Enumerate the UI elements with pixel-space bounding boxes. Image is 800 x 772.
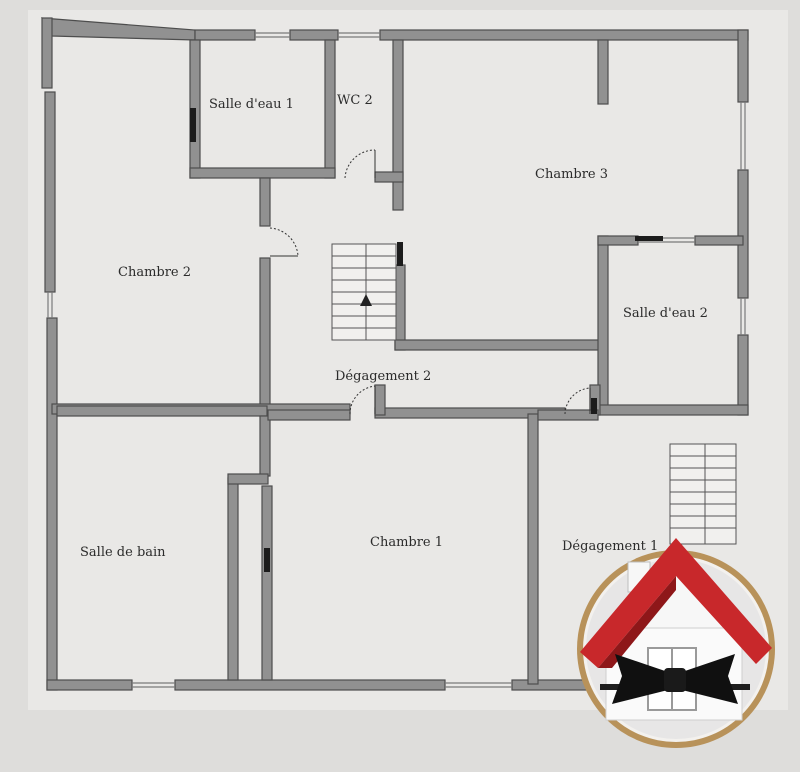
wall-sde2-bottom: [597, 404, 749, 416]
wall-top-wc: [289, 29, 339, 41]
label-salle-deau-1: Salle d'eau 1: [209, 97, 294, 112]
wall-ch2-right-bottom: [259, 257, 271, 417]
wall-ch1-left: [261, 485, 273, 681]
wall-ch3-bottom: [394, 339, 606, 351]
wall-ch3-stub: [597, 39, 609, 105]
wall-deg1-top: [537, 409, 599, 421]
label-chambre-1: Chambre 1: [370, 535, 443, 550]
wall-sdb-top: [56, 405, 268, 417]
door-swings: [269, 149, 591, 415]
wall-bottom-1: [46, 679, 133, 691]
house-bowtie-logo: [577, 538, 775, 748]
label-salle-deau-2: Salle d'eau 2: [623, 306, 708, 321]
wall-wc-right: [392, 39, 404, 211]
wall-sdb-ledge: [227, 473, 269, 485]
wall-left-upper: [41, 17, 53, 89]
label-salle-de-bain: Salle de bain: [80, 545, 166, 560]
wall-ch2-right-top: [259, 177, 271, 227]
wall-right-lower: [737, 334, 749, 416]
dark-jambs: [190, 108, 663, 572]
wall-sdb-right: [227, 477, 239, 681]
wall-wc-bottom: [374, 171, 404, 183]
wall-sdb-right-upper: [259, 415, 271, 477]
label-degagement-2: Dégagement 2: [335, 369, 431, 384]
wall-top-mid: [194, 29, 256, 41]
door-leaves: [270, 150, 591, 414]
windows: [47, 32, 746, 688]
label-wc-2: WC 2: [337, 93, 373, 108]
wall-sde2-top-a: [597, 235, 639, 246]
staircase-right: [669, 443, 737, 545]
wall-left-lower: [46, 317, 58, 691]
wall-sde1-right: [324, 39, 336, 179]
label-chambre-2: Chambre 2: [118, 265, 191, 280]
wall-bottom-2: [174, 679, 446, 691]
wall-ch1-right: [527, 413, 539, 685]
wall-right-mid: [737, 169, 749, 299]
wall-right-upper: [737, 29, 749, 103]
wall-sde1-bottom: [189, 167, 336, 179]
staircase-main: [331, 243, 397, 341]
stairs-up-arrow-icon: [360, 294, 372, 306]
wall-sde2-top-b: [694, 235, 744, 246]
wall-deg2-pier: [374, 384, 386, 416]
wall-left-mid: [44, 91, 56, 293]
label-chambre-3: Chambre 3: [535, 167, 608, 182]
label-degagement-1: Dégagement 1: [562, 539, 658, 554]
wall-ch1-top: [267, 409, 351, 421]
wall-top-right: [379, 29, 749, 41]
